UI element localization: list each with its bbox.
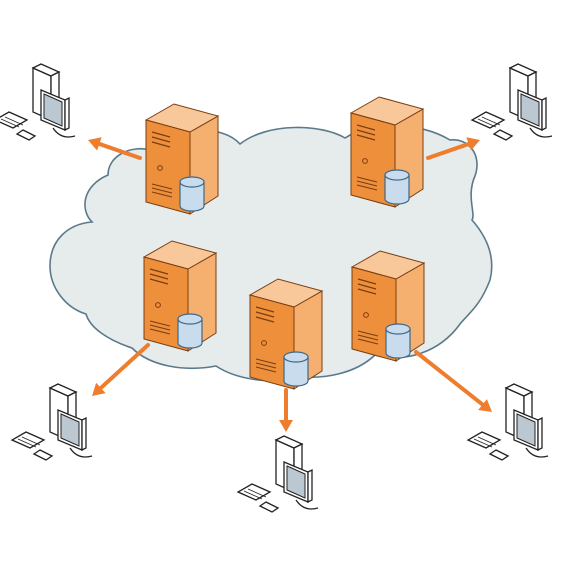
database-cylinder-icon xyxy=(283,351,309,387)
desktop-workstation-icon xyxy=(236,435,319,513)
server-tower-icon xyxy=(349,96,425,208)
desktop-workstation-icon xyxy=(466,383,549,461)
database-cylinder-icon xyxy=(177,313,203,349)
server-tower-icon xyxy=(144,103,220,215)
desktop-workstation-icon xyxy=(10,383,93,461)
database-cylinder-icon xyxy=(179,176,205,212)
server-tower-icon xyxy=(350,250,426,362)
connection-arrow xyxy=(279,388,293,432)
desktop-workstation-icon xyxy=(470,63,553,141)
connection-arrow xyxy=(92,343,150,396)
desktop-workstation-icon xyxy=(0,63,76,141)
server-tower-icon xyxy=(142,240,218,352)
server-tower-icon xyxy=(248,278,324,390)
connection-arrow xyxy=(414,350,492,412)
database-cylinder-icon xyxy=(384,169,410,205)
database-cylinder-icon xyxy=(385,323,411,359)
connection-arrow xyxy=(426,137,480,160)
connection-arrow xyxy=(88,137,142,160)
